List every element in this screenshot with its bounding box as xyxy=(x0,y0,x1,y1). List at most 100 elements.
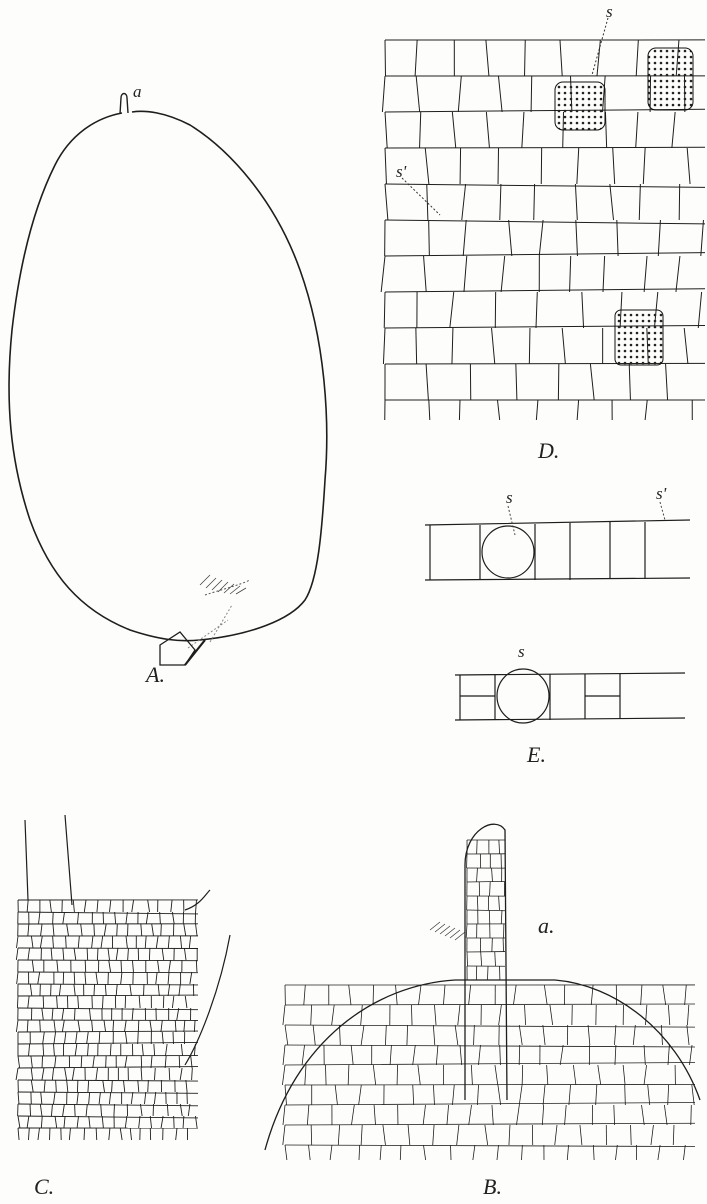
cell-wall xyxy=(631,1125,632,1145)
cell-wall xyxy=(17,936,18,948)
cell-wall xyxy=(85,972,86,984)
cell-wall xyxy=(498,1085,501,1105)
cell-wall xyxy=(486,112,489,148)
cell-wall xyxy=(603,256,605,292)
cell-wall xyxy=(172,996,173,1008)
cell-wall xyxy=(140,1104,142,1116)
cell-wall xyxy=(644,1045,645,1065)
cell-wall xyxy=(385,1025,386,1045)
cell-wall xyxy=(28,924,29,936)
cell-wall xyxy=(596,1085,597,1105)
cell-wall xyxy=(168,972,169,984)
panel-d-caption: D. xyxy=(538,438,559,464)
cell-wall xyxy=(447,1105,449,1125)
cell-wall xyxy=(44,1080,45,1092)
cell-wall xyxy=(509,1125,510,1145)
cell-wall xyxy=(180,1068,182,1080)
cell-wall xyxy=(154,1068,155,1080)
cell-wall xyxy=(481,952,482,966)
cell-wall xyxy=(148,900,150,912)
cell-wall xyxy=(283,1125,285,1145)
cell-wall xyxy=(192,1068,193,1080)
cell-wall xyxy=(87,1044,88,1056)
cell-wall xyxy=(666,364,668,400)
cell-wall xyxy=(499,896,500,910)
cell-wall xyxy=(413,1045,416,1065)
cell-wall xyxy=(109,900,110,912)
cell-wall xyxy=(615,1145,617,1160)
cell-wall xyxy=(547,1065,548,1085)
cell-wall xyxy=(40,1104,42,1116)
cell-wall xyxy=(576,220,578,256)
cell-wall xyxy=(625,1085,626,1105)
cell-wall xyxy=(614,1025,615,1045)
cell-wall xyxy=(154,1044,155,1056)
cell-wall xyxy=(179,984,180,996)
cell-wall xyxy=(361,1025,364,1045)
panel-a-caption: A. xyxy=(146,662,165,688)
cell-wall xyxy=(373,1065,375,1085)
cell-wall xyxy=(84,900,86,912)
cell-wall xyxy=(423,1105,425,1125)
cell-wall xyxy=(424,256,427,292)
cell-wall xyxy=(436,1045,438,1065)
cell-wall xyxy=(373,985,374,1005)
cell-wall xyxy=(124,1020,126,1032)
cell-wall xyxy=(580,1125,582,1145)
cell-wall xyxy=(186,1080,187,1092)
cell-wall xyxy=(582,292,584,328)
cell-wall xyxy=(190,972,192,984)
cell-wall xyxy=(477,1085,478,1105)
cell-wall xyxy=(285,1103,695,1105)
cell-wall xyxy=(138,1020,139,1032)
cell-wall xyxy=(16,948,18,960)
cell-wall xyxy=(282,1065,285,1085)
cell-wall xyxy=(31,936,33,948)
cell-wall xyxy=(522,112,524,148)
cell-wall xyxy=(74,972,75,984)
cell-wall xyxy=(126,912,127,924)
cell-wall xyxy=(513,985,516,1005)
cell-wall xyxy=(123,1080,124,1092)
cell-wall xyxy=(72,1068,74,1080)
cell-wall xyxy=(285,1145,288,1160)
cell-wall xyxy=(500,1045,501,1065)
cell-wall xyxy=(492,1105,493,1125)
cell-wall xyxy=(687,1025,689,1045)
cell-wall xyxy=(467,881,505,882)
cell-wall xyxy=(16,1068,18,1080)
cell-wall xyxy=(29,1044,30,1056)
cell-wall xyxy=(141,924,142,936)
cell-wall xyxy=(641,985,642,1005)
cell-wall xyxy=(28,996,29,1008)
cell-wall xyxy=(351,1045,353,1065)
cell-wall xyxy=(184,924,186,936)
panel-c-cell-network xyxy=(16,900,198,1140)
cell-wall xyxy=(38,1128,40,1140)
cell-wall xyxy=(78,996,79,1008)
stained-cell xyxy=(555,82,605,130)
cell-wall xyxy=(285,1062,695,1065)
cell-wall xyxy=(684,328,688,364)
panel-b-marker: a. xyxy=(538,913,555,939)
cell-wall xyxy=(450,292,454,328)
cell-wall xyxy=(325,1065,326,1085)
cell-wall xyxy=(452,112,455,148)
cell-wall xyxy=(400,1145,401,1160)
cell-wall xyxy=(339,1025,340,1045)
cell-wall xyxy=(92,936,93,948)
panel-b-caption: B. xyxy=(483,1174,502,1200)
cell-wall xyxy=(516,364,517,400)
cell-wall xyxy=(499,1005,502,1025)
cell-wall xyxy=(42,1068,44,1080)
cell-wall xyxy=(576,400,579,420)
cell-wall xyxy=(28,948,30,960)
cell-wall xyxy=(161,924,162,936)
cell-wall xyxy=(18,1067,198,1068)
cell-wall xyxy=(150,1020,152,1032)
cell-wall xyxy=(99,1092,100,1104)
cell-wall xyxy=(701,220,704,256)
cell-wall xyxy=(385,220,705,224)
cell-wall xyxy=(617,220,618,256)
cell-wall xyxy=(112,1080,113,1092)
